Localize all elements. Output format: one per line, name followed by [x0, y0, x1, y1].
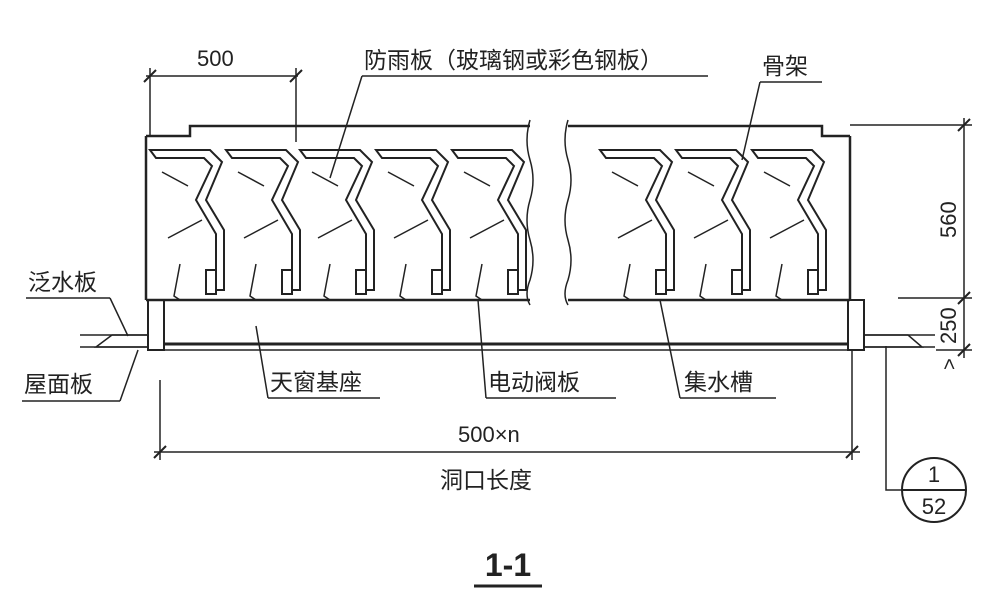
gutter-channel	[205, 269, 217, 295]
electric-damper-blade	[775, 263, 783, 301]
skylight-body	[144, 119, 852, 306]
blade-stroke	[387, 171, 429, 239]
skylight-base	[147, 299, 865, 351]
electric-damper-blade	[323, 263, 331, 301]
blade-stroke	[611, 171, 653, 239]
leader-lines	[22, 75, 902, 491]
blade-stroke	[687, 171, 729, 239]
gutter-channel	[507, 269, 519, 295]
gutter-channel	[355, 269, 367, 295]
roof-panel-right	[863, 334, 935, 348]
callout-number-label: 1	[928, 462, 940, 487]
dimension-height-upper-label: 560	[936, 201, 961, 238]
electric-damper-blade	[699, 263, 707, 301]
blade-stroke	[311, 171, 353, 239]
dimension-height	[850, 118, 972, 358]
blade-stroke	[237, 171, 279, 239]
dimension-height-lower-suffix: >	[939, 358, 961, 370]
dimension-height-lower-label: 250	[936, 307, 961, 344]
rain-panel-label: 防雨板（玻璃钢或彩色钢板）	[364, 48, 663, 74]
roof-panel-left	[80, 334, 149, 348]
dimension-module-label: 500	[197, 46, 234, 71]
electric-damper-blade	[623, 263, 631, 301]
opening-length-label: 洞口长度	[440, 468, 532, 494]
dimension-total-width	[153, 350, 860, 460]
gutter-channel	[655, 269, 667, 295]
frame-label: 骨架	[762, 54, 808, 80]
detail-callout: 1 52	[901, 457, 967, 523]
dimension-module-width	[143, 68, 303, 142]
gutter-row	[173, 263, 819, 301]
callout-sheet-label: 52	[922, 494, 946, 519]
gutter-channel	[281, 269, 293, 295]
rain-panel-blades	[148, 149, 827, 291]
gutter-channel	[807, 269, 819, 295]
gutter-channel	[731, 269, 743, 295]
flashing-label: 泛水板	[28, 270, 97, 296]
electric-damper-blade	[475, 263, 483, 301]
gutter-channel	[431, 269, 443, 295]
blade-stroke	[463, 171, 505, 239]
skylight-base-label: 天窗基座	[270, 370, 362, 396]
blade-stroke	[161, 171, 203, 239]
electric-damper-blade	[173, 263, 181, 301]
electric-damper-label: 电动阀板	[488, 370, 580, 396]
blade-stroke	[763, 171, 805, 239]
section-title-group: 1-1	[474, 547, 542, 588]
electric-damper-blade	[249, 263, 257, 301]
roof-panel-label: 屋面板	[24, 372, 93, 398]
dimension-total-label: 500×n	[458, 422, 520, 447]
electric-damper-blade	[399, 263, 407, 301]
gutter-label: 集水槽	[684, 370, 753, 396]
section-title: 1-1	[485, 547, 531, 583]
